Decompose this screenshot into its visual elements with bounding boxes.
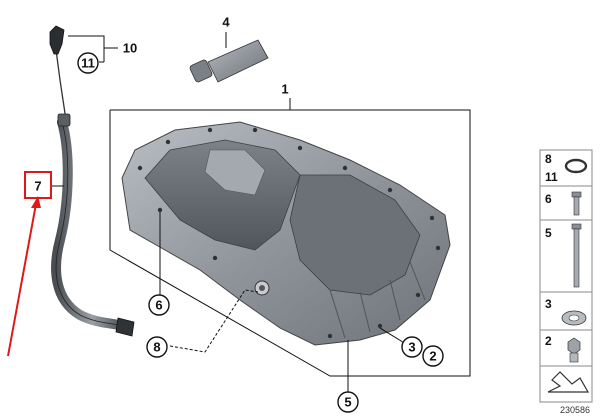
group-outline-line <box>109 109 471 377</box>
oil-pan-baffle <box>204 149 266 196</box>
dipstick-tube-cap <box>57 113 71 127</box>
sealant-tube <box>189 32 269 83</box>
pan-ribs <box>329 261 426 339</box>
legend-row-1-label-a: 8 <box>545 152 552 166</box>
parts-legend: 8 11 6 5 3 2 <box>539 149 593 403</box>
callout-2-label: 2 <box>429 349 436 364</box>
highlight-arrow-head <box>31 196 41 208</box>
dipstick-assembly <box>49 25 135 337</box>
highlight-arrow <box>7 203 37 357</box>
legend-row-5-label: 2 <box>545 334 552 348</box>
legend-row-4-label: 3 <box>545 297 552 311</box>
sealant-tube-body <box>207 39 269 83</box>
callout-11-label: 11 <box>81 56 95 71</box>
callout-1-label: 1 <box>281 82 288 97</box>
callout-8-circle <box>146 336 168 358</box>
callout-10-label: 10 <box>123 41 137 56</box>
callout-4-label: 4 <box>222 15 230 30</box>
callout-3-label: 3 <box>408 340 415 355</box>
callout-8-label: 8 <box>153 340 160 355</box>
callout-5-label: 5 <box>344 395 351 410</box>
callout-8-leader <box>169 289 259 353</box>
callout-3-circle <box>401 336 423 358</box>
dipstick-rod <box>54 41 67 121</box>
legend-row-3-label: 5 <box>545 226 552 240</box>
oil-pan-group <box>109 98 471 377</box>
drain-plug-icon <box>567 337 581 363</box>
o-ring-icon <box>564 158 588 174</box>
callout-6-label: 6 <box>155 298 162 313</box>
callout-11-circle <box>77 52 99 74</box>
dipstick-tube-end <box>115 317 135 337</box>
oil-pan-sump <box>289 174 421 296</box>
legend-row-1-label-b: 11 <box>545 170 558 184</box>
catalog-number: 230586 <box>560 405 590 415</box>
parts-legend-frame <box>539 149 593 403</box>
callout-7-label: 7 <box>34 179 41 194</box>
long-bolt-icon <box>571 223 582 288</box>
callout-10-leader <box>68 35 118 49</box>
oil-drain-hole <box>259 285 265 291</box>
callout-6-circle <box>148 294 170 316</box>
legend-row-2-label: 6 <box>545 192 552 206</box>
short-bolt-icon <box>571 191 582 216</box>
washer-icon <box>561 310 587 326</box>
callout-5-circle <box>337 391 359 413</box>
callout-3-leader <box>379 327 407 345</box>
callout-2-circle <box>422 345 444 367</box>
dipstick-tube-edge <box>55 121 129 329</box>
dipstick-handle <box>49 25 65 55</box>
scale-arrow-icon <box>547 371 590 393</box>
sealant-tube-cap <box>189 59 213 83</box>
flange-holes <box>137 127 441 339</box>
